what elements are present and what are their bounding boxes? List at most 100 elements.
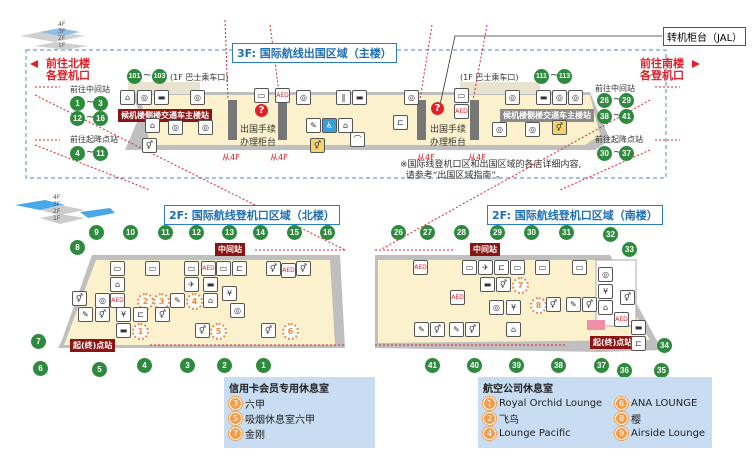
- gate-26[interactable]: 26: [391, 225, 406, 240]
- gate-12[interactable]: 12: [189, 225, 204, 240]
- smoking-icon: ⊏: [494, 260, 509, 275]
- floor-label: 1F: [53, 215, 61, 222]
- internet-icon: ▭: [510, 260, 525, 275]
- gate-badge[interactable]: 12: [70, 111, 85, 126]
- mini-floor-diagram-2f: [15, 200, 115, 224]
- gate-badge[interactable]: 101: [127, 69, 142, 84]
- gate-badge[interactable]: 113: [557, 69, 572, 84]
- lounge-name: 飞鸟: [499, 415, 519, 426]
- pen-icon: ✎: [78, 307, 93, 322]
- from-4f-label: 从4F: [417, 153, 435, 162]
- floor-label: 3F: [58, 28, 66, 35]
- gate-32[interactable]: 32: [603, 227, 618, 242]
- internet-icon: ▭: [535, 260, 550, 275]
- restroom-icon: ⚥: [620, 290, 635, 305]
- range-tilde: ~: [613, 94, 622, 105]
- gate-7[interactable]: 7: [31, 334, 46, 349]
- gate-3[interactable]: 3: [180, 358, 195, 373]
- gate-badge[interactable]: 41: [619, 109, 634, 124]
- aed-icon: AED: [281, 263, 296, 278]
- to-terminal-station-left: 前往起降点站: [70, 135, 118, 144]
- gift-shop-icon: ◎: [568, 90, 583, 105]
- gate-41[interactable]: 41: [425, 358, 440, 373]
- to-south-gates-label[interactable]: 前往南楼 各登机口: [640, 57, 684, 82]
- gate-31[interactable]: 31: [559, 225, 574, 240]
- gate-badge[interactable]: 1: [70, 96, 85, 111]
- currency-exchange-icon: ¥: [116, 307, 131, 322]
- to-middle-station-right: 前往中间站: [595, 84, 635, 93]
- gate-39[interactable]: 39: [509, 358, 524, 373]
- gate-10[interactable]: 10: [123, 225, 138, 240]
- lounge-4-marker[interactable]: 4: [186, 293, 203, 310]
- pink-area: [587, 320, 605, 330]
- shop-icon: ⌂: [506, 322, 521, 337]
- gift-shop-icon: ◎: [296, 90, 311, 105]
- gate-4[interactable]: 4: [137, 358, 152, 373]
- gate-9[interactable]: 9: [89, 225, 104, 240]
- information-icon[interactable]: ?: [255, 104, 268, 117]
- legend-title: 信用卡会员专用休息室: [229, 384, 329, 395]
- gate-16[interactable]: 16: [320, 225, 335, 240]
- gate-badge[interactable]: 3: [93, 96, 108, 111]
- range-tilde: ~: [86, 112, 95, 123]
- shower-icon: ⌒: [350, 132, 365, 147]
- to-north-gates-label[interactable]: 前往北楼 各登机口: [46, 57, 90, 82]
- lounge-6-marker[interactable]: 6: [282, 323, 299, 340]
- restroom-icon: ⚥: [155, 307, 170, 322]
- gate-6[interactable]: 6: [33, 361, 48, 376]
- gate-badge[interactable]: 29: [619, 93, 634, 108]
- lounge-name: Lounge Pacific: [499, 428, 571, 439]
- from-4f-label: 从4F: [222, 153, 240, 162]
- mini-floor-diagram-3f: [20, 28, 88, 50]
- lounge-name: ANA LOUNGE: [631, 398, 698, 409]
- terminal-station-north: 起(终)点站: [70, 339, 116, 352]
- gate-29[interactable]: 29: [490, 225, 505, 240]
- gate-28[interactable]: 28: [454, 225, 469, 240]
- gate-15[interactable]: 15: [287, 225, 302, 240]
- gate-11[interactable]: 11: [158, 225, 173, 240]
- gate-35[interactable]: 35: [654, 363, 669, 378]
- lounge-7-marker[interactable]: 7: [512, 277, 529, 294]
- floor-label: 1F: [58, 42, 66, 49]
- cafe-icon: ▬: [480, 277, 495, 292]
- lounge-1-marker[interactable]: 1: [132, 323, 149, 340]
- gate-badge[interactable]: 26: [597, 93, 612, 108]
- gate-8[interactable]: 8: [70, 240, 85, 255]
- gift-shop-icon: ◎: [168, 120, 183, 135]
- internet-icon: ▭: [184, 261, 199, 276]
- bus-boarding-left: (1F 巴士乘车口): [170, 73, 229, 82]
- cafe-icon: ▬: [352, 90, 367, 105]
- floor3-title: 3F: 国际航线出国区域（主楼）: [232, 43, 397, 63]
- gate-34[interactable]: 34: [657, 338, 672, 353]
- gate-38[interactable]: 38: [551, 358, 566, 373]
- gate-37[interactable]: 37: [594, 358, 609, 373]
- lounge-8-marker[interactable]: 8: [530, 297, 547, 314]
- from-4f-label: 从4F: [270, 153, 288, 162]
- gate-1[interactable]: 1: [256, 358, 271, 373]
- lounge-5-marker[interactable]: 5: [210, 323, 227, 340]
- gate-14[interactable]: 14: [253, 225, 268, 240]
- gate-36[interactable]: 36: [617, 363, 632, 378]
- gate-badge[interactable]: 30: [597, 146, 612, 161]
- gate-33[interactable]: 33: [622, 242, 637, 257]
- gate-badge[interactable]: 11: [93, 146, 108, 161]
- gate-badge[interactable]: 103: [152, 69, 167, 84]
- aed-icon: AED: [454, 104, 469, 119]
- gate-5[interactable]: 5: [92, 362, 107, 377]
- gate-30[interactable]: 30: [524, 225, 539, 240]
- from-4f-label: 从4F: [468, 153, 486, 162]
- checkin-counter-right: 出国手续 办理柜台: [430, 125, 467, 148]
- gate-2[interactable]: 2: [217, 358, 232, 373]
- gate-badge[interactable]: 38: [597, 109, 612, 124]
- gate-badge[interactable]: 4: [70, 146, 85, 161]
- legend-title: 航空公司休息室: [483, 384, 553, 395]
- gate-40[interactable]: 40: [467, 358, 482, 373]
- information-icon[interactable]: ?: [431, 102, 444, 115]
- gate-badge[interactable]: 111: [534, 69, 549, 84]
- gate-27[interactable]: 27: [420, 225, 435, 240]
- gate-badge[interactable]: 16: [93, 111, 108, 126]
- gift-shop-icon: ◎: [404, 90, 419, 105]
- gate-13[interactable]: 13: [222, 225, 237, 240]
- gate-badge[interactable]: 37: [619, 146, 634, 161]
